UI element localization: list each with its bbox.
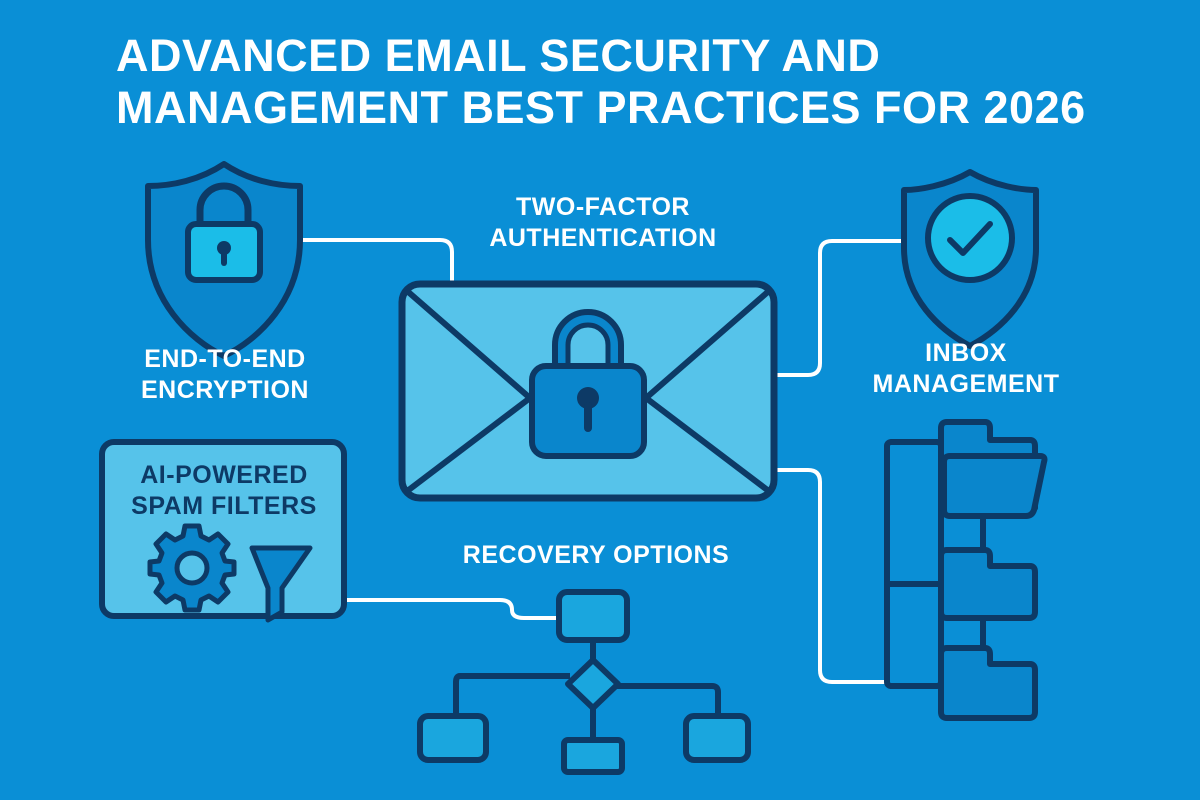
shield-check-icon	[901, 169, 1039, 349]
label-line-1: RECOVERY OPTIONS	[462, 541, 730, 569]
label-line-2: SPAM FILTERS	[131, 492, 317, 520]
label-line-2: MANAGEMENT	[872, 370, 1060, 398]
label-line-2: ENCRYPTION	[141, 376, 309, 404]
label-line-1: TWO-FACTOR	[516, 193, 690, 221]
label-line-1: AI-POWERED	[140, 461, 308, 489]
title-line-1: ADVANCED EMAIL SECURITY AND	[116, 30, 881, 81]
connector-spam-to-recovery	[342, 598, 558, 620]
title-line-2: MANAGEMENT BEST PRACTICES FOR 2026	[116, 82, 1086, 133]
label-line-1: END-TO-END	[144, 345, 306, 373]
label-line-1: INBOX	[925, 339, 1007, 367]
label-end-to-end-encryption: END-TO-END ENCRYPTION	[130, 344, 320, 406]
page-title: ADVANCED EMAIL SECURITY AND MANAGEMENT B…	[116, 30, 1086, 134]
gear-icon	[147, 523, 237, 613]
label-line-2: AUTHENTICATION	[489, 224, 717, 252]
folder-tree-icon	[884, 419, 1048, 721]
funnel-icon	[249, 545, 313, 623]
connector-envelope-to-folders	[774, 468, 886, 684]
label-two-factor-authentication: TWO-FACTOR AUTHENTICATION	[478, 192, 728, 254]
envelope-lock-icon	[398, 280, 778, 502]
connectors	[294, 238, 904, 684]
label-inbox-management: INBOX MANAGEMENT	[856, 338, 1076, 400]
label-ai-powered-spam-filters: AI-POWERED SPAM FILTERS	[106, 460, 342, 522]
label-recovery-options: RECOVERY OPTIONS	[446, 540, 746, 571]
connector-encryption-to-envelope	[294, 238, 454, 282]
flowchart-icon	[417, 589, 751, 775]
shield-lock-icon	[145, 161, 303, 359]
connector-envelope-to-inbox-shield	[774, 239, 904, 377]
